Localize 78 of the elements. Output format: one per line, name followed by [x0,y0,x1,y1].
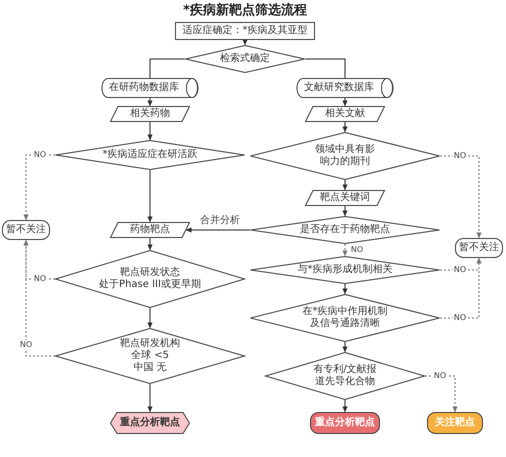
arrow [342,98,348,106]
arrow [147,170,153,222]
arrow [342,206,348,216]
arrow [147,238,153,250]
node-text: 在研药物数据库 [109,82,179,94]
database-cylinder [102,78,198,98]
node-text: 相关文献 [325,108,365,120]
edge-label: NO [18,340,34,350]
arrow [342,342,348,352]
decision-diamond [55,140,245,170]
process-box [175,22,315,40]
arrow [342,180,348,190]
node-text: 相关药物 [130,108,170,120]
node-text: 中国 无 [133,362,167,374]
dashed-arrow [440,156,482,238]
diagram-title: *疾病新靶点筛选流程 [182,3,308,19]
connector-line [304,58,346,78]
arrow [147,122,153,140]
dashed-arrow [23,154,56,220]
dashed-arrow [424,376,458,412]
dashed-arrow [440,258,482,318]
data-parallelogram [305,106,385,122]
decision-diamond [250,294,440,342]
arrow [147,384,153,412]
terminal-box [455,238,503,258]
edge-label: NO [350,245,364,255]
database-cylinder [297,78,393,98]
node-text: 在*疾病中作用机制及信号通路清晰 [302,306,388,330]
arrow [342,122,348,132]
arrow [342,400,348,412]
node-text: 处于Phase III或更早期 [99,279,201,291]
terminal-box [2,220,50,240]
edge-label: NO [452,313,468,323]
decision-diamond [250,256,440,284]
node-text: 关注靶点 [435,417,475,429]
node-text: 靶点研发状态 [120,267,180,278]
arrow [242,39,248,46]
node-text: 检索式确定 [220,53,270,65]
node-text: 与*疾病形成机制相关 [298,264,392,276]
data-parallelogram [110,106,190,122]
node-text: 暂不关注 [6,224,46,236]
node-text: 全球 <5 [131,350,169,362]
node-text: 药物靶点 [130,224,170,236]
terminal-box [310,412,380,434]
edge-label: NO [32,150,48,160]
arrow [147,308,153,328]
edge-label: NO [452,265,468,275]
arrow [342,284,348,294]
decision-diamond [265,352,425,400]
terminal-hexagon [110,412,190,434]
decision-diamond [250,132,440,180]
decision-diamond [250,216,440,244]
decision-diamond [55,328,245,384]
node-text: 有专利/文献报道先导化合物 [312,364,378,388]
dashed-arrow [342,244,348,256]
connector-line [150,58,186,78]
arrow [147,98,153,106]
node-text: 适应症确定：*疾病及其亚型 [182,25,308,37]
node-text: 靶点关键词 [320,192,370,204]
edge-label: 合并分析 [199,215,241,227]
data-parallelogram [305,190,385,206]
node-text: 靶点研发机构 [120,338,180,350]
decision-diamond [55,250,245,308]
node-text: 领域中具有影响力的期刊 [314,144,376,168]
node-text: 文献研究数据库 [304,82,374,94]
edge-label: NO [452,151,468,161]
node-text: 是否存在于药物靶点 [300,224,390,236]
node-text: 重点分析靶点 [120,417,180,429]
decision-diamond [185,45,305,73]
node-text: 重点分析靶点 [315,417,375,429]
terminal-box [427,412,483,434]
data-parallelogram [110,222,190,238]
edge-label: NO [432,371,448,381]
node-text: 暂不关注 [459,242,499,254]
edge-label: NO [32,274,48,284]
dashed-arrow [23,240,56,356]
arrow [186,227,250,233]
node-text: *疾病适应症在研活跃 [102,149,198,161]
